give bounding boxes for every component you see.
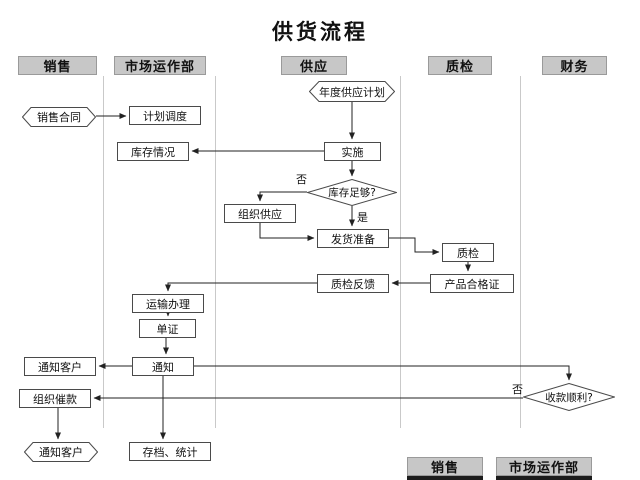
bottom-lane-header-market: 市场运作部 [496,457,592,476]
lane-header-finance: 财务 [542,56,607,75]
arrow [259,223,315,241]
bottom-lane-header-sales: 销售 [407,457,483,476]
node-organize-collection: 组织催款 [19,389,91,408]
node-archive-stats: 存档、统计 [129,442,211,461]
lane-separator [215,76,216,428]
node-qc-feedback: 质检反馈 [317,274,389,293]
node-ship-prepare: 发货准备 [317,229,389,248]
lane-separator [520,76,521,428]
node-plan-dispatch: 计划调度 [129,106,201,125]
node-inventory-status: 库存情况 [117,142,189,161]
lane-separator [103,76,104,428]
hexagon-shape [24,442,98,462]
node-implement: 实施 [324,142,381,161]
page-cut-edge [496,476,592,480]
branch-label-yes: 是 [357,211,368,224]
arrow [165,282,317,292]
branch-label-no: 否 [512,383,523,396]
diamond-shape [307,179,397,206]
node-notify: 通知 [132,357,194,376]
node-notify-customer: 通知客户 [24,357,96,376]
hexagon-shape [22,107,96,127]
lane-separator [400,76,401,428]
arrow [194,365,572,381]
node-organize-supply: 组织供应 [224,204,296,223]
branch-label-no: 否 [296,173,307,186]
node-product-cert: 产品合格证 [430,274,514,293]
page-title: 供货流程 [272,20,368,44]
node-sales-contract: 销售合同 [22,107,96,127]
lane-header-supply: 供应 [281,56,347,75]
node-payment-smooth-decision: 收款顺利? [523,383,615,411]
node-annual-supply-plan: 年度供应计划 [309,81,395,102]
node-transport: 运输办理 [132,294,204,313]
node-qc-check: 质检 [442,243,494,262]
page-cut-edge [407,476,483,480]
diamond-shape [523,383,615,411]
node-inventory-enough-decision: 库存足够? [307,179,397,206]
arrow [389,237,440,255]
lane-header-qc: 质检 [428,56,492,75]
node-notify-customer-end: 通知客户 [24,442,98,462]
arrow [257,191,307,202]
lane-header-market: 市场运作部 [114,56,206,75]
lane-header-sales: 销售 [18,56,97,75]
node-documents: 单证 [139,319,196,338]
hexagon-shape [309,81,395,102]
